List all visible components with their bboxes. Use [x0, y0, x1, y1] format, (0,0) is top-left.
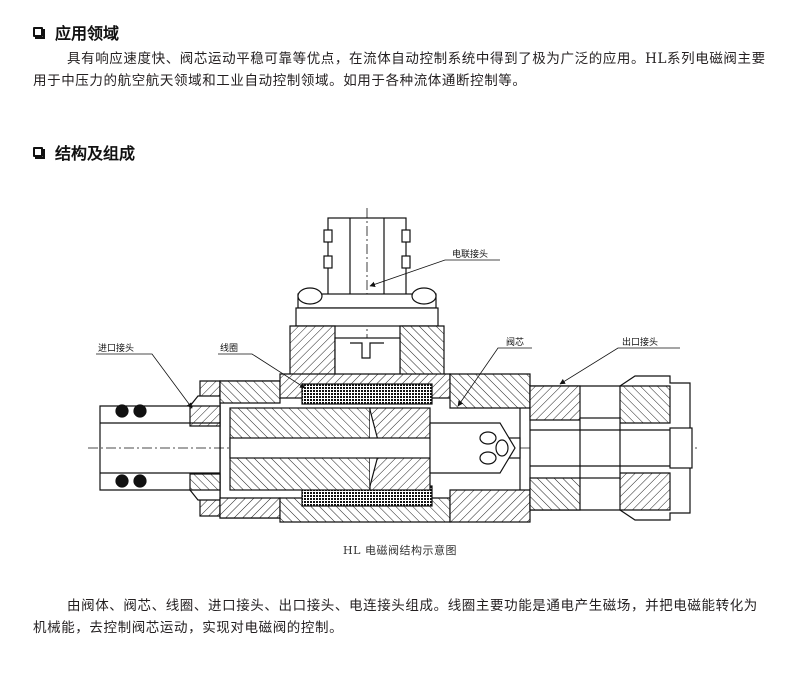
square-bullet-icon [33, 147, 45, 159]
structure-paragraph: 由阀体、阀芯、线圈、进口接头、出口接头、电连接头组成。线圈主要功能是通电产生磁场… [33, 595, 768, 639]
section-title: 结构及组成 [55, 144, 136, 163]
section-heading-structure: 结构及组成 [33, 140, 135, 164]
label-coil: 线圈 [220, 342, 238, 354]
label-valve-core: 阀芯 [506, 336, 524, 348]
coil-winding-top [301, 383, 433, 405]
structure-text: 由阀体、阀芯、线圈、进口接头、出口接头、电连接头组成。线圈主要功能是通电产生磁场… [33, 598, 758, 636]
label-inlet-connector: 进口接头 [98, 342, 134, 354]
application-text: 具有响应速度快、阀芯运动平稳可靠等优点，在流体自动控制系统中得到了极为广泛的应用… [33, 51, 766, 89]
valve-drawing [88, 208, 700, 523]
solenoid-valve-diagram: 电联接头 进口接头 线圈 阀芯 出口接头 [88, 208, 700, 523]
section-heading-application: 应用领域 [33, 20, 119, 44]
square-bullet-icon [33, 27, 45, 39]
label-electrical-connector: 电联接头 [452, 248, 488, 260]
section-title: 应用领域 [55, 24, 120, 43]
diagram-caption: HL 电磁阀结构示意图 [343, 544, 457, 557]
application-paragraph: 具有响应速度快、阀芯运动平稳可靠等优点，在流体自动控制系统中得到了极为广泛的应用… [33, 48, 768, 92]
label-outlet-connector: 出口接头 [622, 336, 658, 348]
